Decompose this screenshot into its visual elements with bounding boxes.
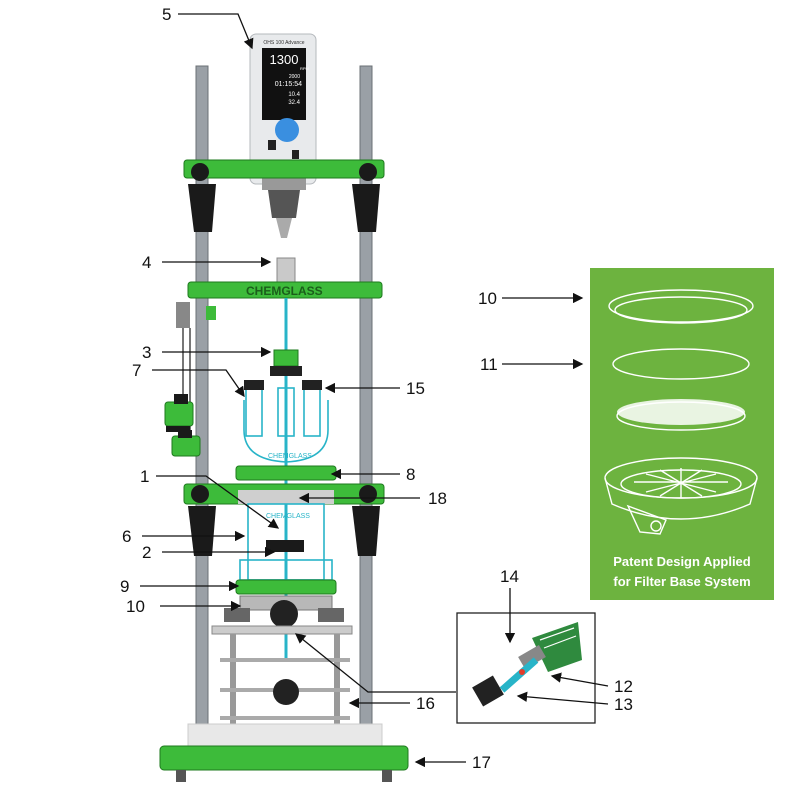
callout-16: 16 [416,694,435,713]
callout-18: 18 [428,489,447,508]
callout-arrows [140,13,609,768]
callout-9: 9 [120,577,129,596]
top-right-thumbscrew [359,163,377,181]
callout-3: 3 [142,343,151,362]
stirrer-bearing [270,349,302,376]
mid-left-clamp [188,506,216,556]
top-crossbar [183,159,385,232]
callout-10-filter: 10 [478,289,497,308]
callout-11: 11 [480,355,498,374]
callout-4: 4 [142,253,151,272]
bottom-valve-knob [270,600,298,628]
stirrer-speed: 1300 [270,52,299,67]
callout-1: 1 [140,467,149,486]
lower-flange-clamp [235,579,337,595]
callout-10-lower: 10 [126,597,145,616]
filter-ring-gasket [608,289,754,323]
callout-6: 6 [122,527,131,546]
valve-inset [456,612,596,724]
callout-7: 7 [132,361,141,380]
callout-15: 15 [406,379,425,398]
lid-cap-left [244,380,264,390]
vessel-logo: CHEMGLASS [266,513,310,520]
filter-base-drawing [604,457,758,535]
filter-base [224,595,344,628]
crossbar-logo: CHEMGLASS [246,284,323,298]
callout-17: 17 [472,753,491,772]
side-tubing [164,302,216,457]
mid-right-clamp [352,506,380,556]
filter-membrane [612,348,750,380]
stirrer-timer: 01:15:54 [275,81,302,88]
logo-crossbar: CHEMGLASS [187,281,383,299]
filter-frit [617,399,745,425]
stirrer-temp: 32.4 [288,100,300,106]
middle-crossbar [183,483,385,556]
stirrer-limit: 2000 [289,74,300,80]
mid-left-thumbscrew [191,485,209,503]
callout-13: 13 [614,695,633,714]
stirrer-control-knob [275,118,299,142]
base-plate [159,723,409,782]
stirrer-brand: OHS 100 Advance [263,40,304,46]
mid-right-thumbscrew [359,485,377,503]
top-left-clamp [188,184,216,232]
stirrer-speed-unit: RPM [300,66,309,71]
callout-8: 8 [406,465,415,484]
stirrer-torque: 10.4 [288,92,300,98]
lid-logo: CHEMGLASS [268,453,312,460]
stand-adjust-knob [273,679,299,705]
callout-2: 2 [142,543,151,562]
top-right-clamp [352,184,380,232]
callout-numbers: 5 4 3 7 15 1 8 18 6 2 9 10 16 17 10 11 1… [120,5,633,772]
callout-5: 5 [162,5,171,24]
impeller [266,540,304,552]
top-left-thumbscrew [191,163,209,181]
valve-cap [472,675,504,707]
patent-line-1: Patent Design Applied [613,554,751,569]
filter-panel: Patent Design Applied for Filter Base Sy… [590,268,774,600]
lid-cap-right [302,380,322,390]
reactor-lid: CHEMGLASS [243,380,329,463]
callout-12: 12 [614,677,633,696]
lower-stand [211,625,353,730]
callout-14: 14 [500,567,519,586]
patent-line-2: for Filter Base System [613,574,750,589]
upper-flange-clamp [235,465,337,481]
overhead-stirrer: OHS 100 Advance 1300 RPM 2000 01:15:54 1… [249,33,317,238]
